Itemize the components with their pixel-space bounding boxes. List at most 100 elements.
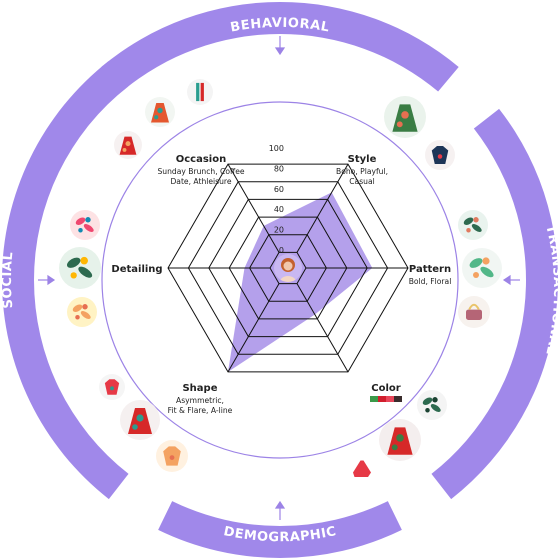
color-swatch bbox=[370, 396, 378, 402]
leaf-icon bbox=[469, 258, 483, 268]
radar-tick-labels: 0 20 40 60 80 100 bbox=[269, 144, 284, 255]
product-thumbnail bbox=[145, 97, 175, 127]
flower-icon bbox=[482, 257, 490, 265]
shape-title: Shape bbox=[182, 383, 217, 394]
product-thumbnail bbox=[120, 400, 160, 440]
product-thumbnail bbox=[425, 140, 455, 170]
shoe-icon bbox=[353, 460, 371, 477]
product-thumbnail bbox=[156, 440, 188, 472]
product-thumbnail bbox=[70, 210, 100, 240]
bag-handle-icon bbox=[468, 303, 480, 311]
radar-spoke bbox=[296, 283, 349, 373]
pattern-dot bbox=[110, 386, 114, 391]
segment-label-social: SOCIAL bbox=[0, 251, 16, 309]
radar-spoke bbox=[227, 163, 280, 253]
leaf-icon bbox=[66, 257, 81, 268]
color-swatches bbox=[370, 396, 402, 402]
segment-label-behavioral: BEHAVIORAL bbox=[229, 16, 331, 36]
arrow-left bbox=[38, 274, 56, 286]
color-swatch bbox=[394, 396, 402, 402]
flower-icon bbox=[466, 228, 471, 233]
radar-tick-label: 20 bbox=[274, 226, 284, 235]
segment-demographic bbox=[158, 501, 402, 558]
product-thumbnail bbox=[347, 453, 377, 483]
pattern-line-1: Bold, Floral bbox=[409, 277, 452, 286]
color-swatch bbox=[378, 396, 386, 402]
pattern-dot bbox=[437, 154, 443, 159]
product-thumbnail bbox=[114, 131, 142, 159]
pattern-dot bbox=[132, 424, 138, 430]
flower-icon bbox=[78, 228, 83, 233]
flower-icon bbox=[473, 272, 479, 278]
product-thumbnail bbox=[187, 79, 213, 105]
segment-label-demographic: DEMOGRAPHIC bbox=[222, 524, 338, 545]
pattern-dot bbox=[396, 434, 404, 442]
arrow-bottom bbox=[274, 500, 286, 520]
radar-tick-label: 60 bbox=[274, 185, 284, 194]
pattern-dot bbox=[136, 414, 144, 422]
flower-icon bbox=[75, 315, 80, 320]
segment-social bbox=[1, 60, 129, 500]
bag-icon bbox=[466, 309, 482, 320]
segment-transactional bbox=[431, 108, 558, 500]
pattern-dot bbox=[396, 121, 403, 128]
pattern-dot bbox=[157, 107, 163, 114]
product-thumbnail bbox=[67, 297, 97, 327]
leaf-icon bbox=[83, 224, 94, 232]
product-thumbnails bbox=[59, 79, 502, 483]
product-thumbnail bbox=[458, 296, 490, 328]
pattern-dot bbox=[125, 141, 131, 147]
leaf-icon bbox=[480, 266, 494, 278]
radar-tick-label: 40 bbox=[274, 205, 284, 214]
product-thumbnail bbox=[59, 247, 101, 289]
occasion-line-2: Date, Athleisure bbox=[170, 177, 231, 186]
style-line-2: Casual bbox=[349, 177, 375, 186]
color-title: Color bbox=[371, 383, 401, 394]
radar-data-area bbox=[228, 192, 373, 372]
legging-icon bbox=[196, 82, 200, 102]
flower-icon bbox=[85, 217, 91, 223]
radar-chart bbox=[167, 163, 409, 373]
occasion-line-1: Sunday Brunch, Coffee bbox=[157, 167, 244, 176]
pattern-dot bbox=[401, 111, 409, 119]
detailing-title: Detailing bbox=[111, 264, 162, 275]
radar-tick-label: 0 bbox=[279, 246, 284, 255]
inner-circle bbox=[101, 101, 459, 459]
color-swatch bbox=[386, 396, 394, 402]
segment-behavioral bbox=[101, 2, 459, 92]
style-title: Style bbox=[348, 154, 377, 165]
leaf-icon bbox=[471, 224, 482, 232]
style-line-1: Boho, Playful, bbox=[336, 167, 388, 176]
flower-icon bbox=[80, 256, 88, 265]
product-thumbnail bbox=[379, 419, 421, 461]
avatar bbox=[274, 254, 302, 282]
occasion-title: Occasion bbox=[176, 154, 226, 165]
shape-line-2: Fit & Flare, A-line bbox=[168, 406, 233, 415]
leaf-icon bbox=[72, 304, 83, 312]
radar-tick-label: 100 bbox=[269, 144, 284, 153]
product-thumbnail bbox=[458, 210, 488, 240]
shape-line-1: Asymmetric, bbox=[176, 396, 224, 405]
product-thumbnail bbox=[417, 390, 447, 420]
leaf-icon bbox=[430, 404, 441, 412]
product-thumbnail bbox=[384, 96, 426, 138]
pattern-dot bbox=[154, 115, 159, 120]
radar-tick-label: 80 bbox=[274, 164, 284, 173]
flower-icon bbox=[425, 408, 430, 413]
arrow-top bbox=[274, 36, 286, 56]
flower-icon bbox=[432, 397, 438, 403]
legging-icon bbox=[200, 82, 204, 102]
pattern-dot bbox=[122, 147, 127, 152]
flower-icon bbox=[82, 304, 88, 310]
pattern-dot bbox=[169, 455, 175, 460]
leaf-icon bbox=[78, 266, 93, 278]
arrow-right bbox=[502, 274, 520, 286]
leaf-icon bbox=[463, 217, 474, 225]
flower-icon bbox=[473, 217, 479, 223]
flower-icon bbox=[70, 272, 77, 279]
thumbnail-frame bbox=[187, 79, 213, 105]
product-thumbnail bbox=[99, 374, 125, 400]
radar-spoke bbox=[296, 163, 349, 253]
